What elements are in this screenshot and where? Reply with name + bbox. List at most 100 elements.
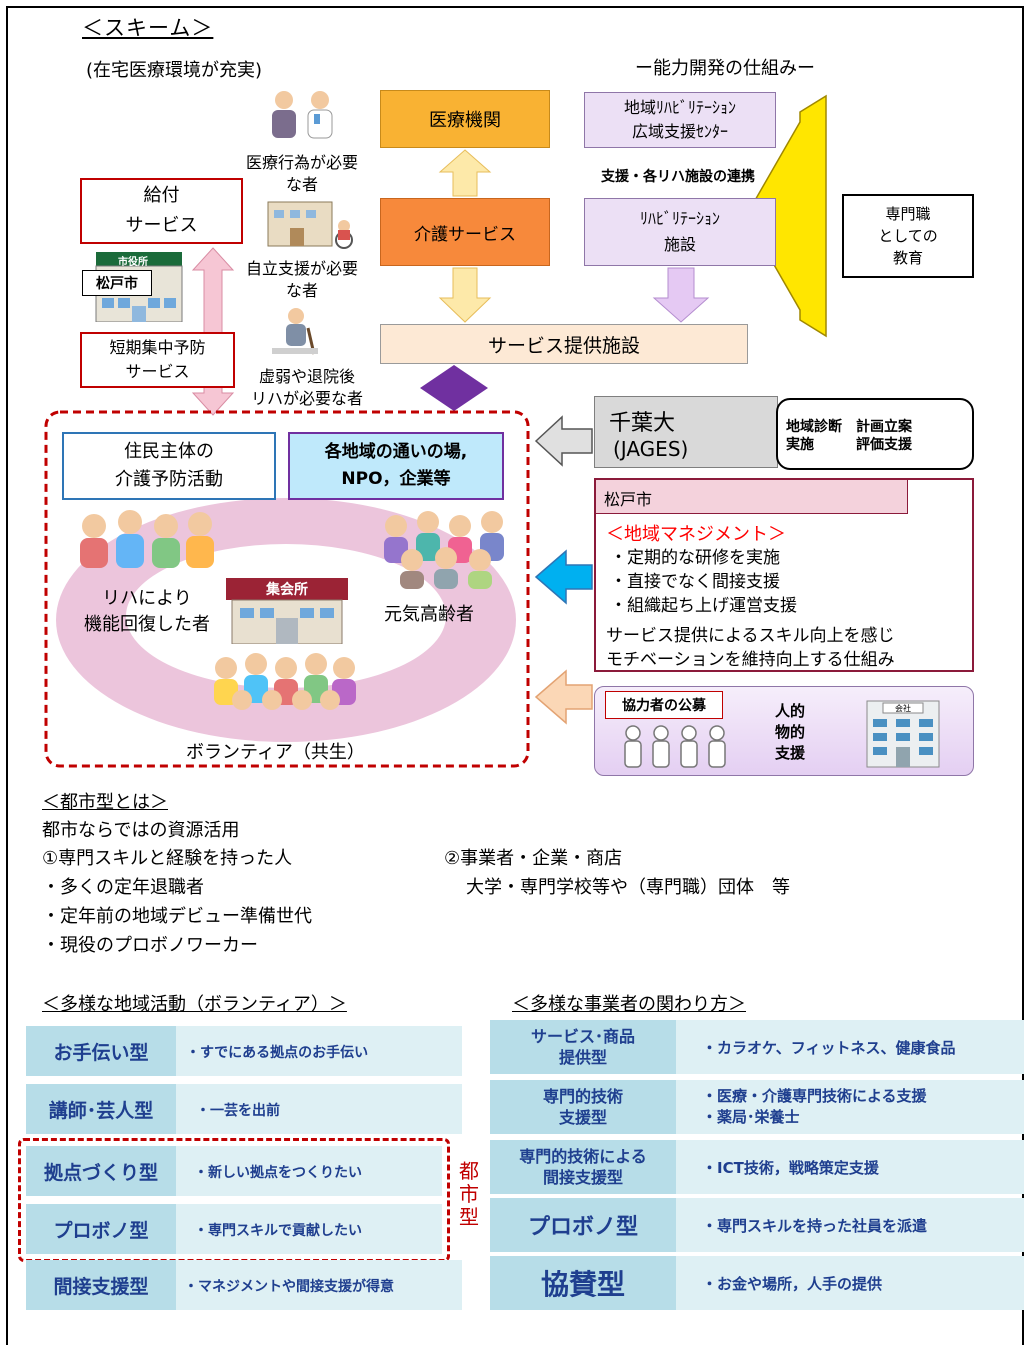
recruit-panel: 協力者の公募 人的 物的 支援 会社: [594, 686, 974, 776]
vol-type-1: お手伝い型: [26, 1026, 176, 1076]
education-line2: としての: [878, 227, 938, 245]
matsudo-item-1: ・定期的な研修を実施: [610, 548, 780, 568]
meeting-hall-icon: [226, 578, 348, 645]
biz-type-4: プロボノ型: [490, 1198, 676, 1252]
urban-col1-4: ・現役のプロボノワーカー: [42, 935, 258, 956]
pink-double-arrow: [191, 247, 235, 416]
toshi-label: 都 市 型: [454, 1160, 484, 1229]
matsudo-note-1: サービス提供によるスキル向上を感じ: [606, 626, 895, 646]
business-types-title: ＜多様な事業者の関わり方＞: [512, 994, 746, 1015]
person2-line2: な者: [285, 281, 318, 300]
urban-col1-1: ①専門スキルと経験を持った人: [42, 848, 293, 869]
matsudo-panel-heading: ＜地域マネジメント＞: [606, 524, 786, 545]
vol-row-1: お手伝い型 ・すでにある拠点のお手伝い: [26, 1026, 462, 1076]
matsudo-item-3: ・組織起ち上げ運営支援: [610, 596, 797, 616]
genki-elderly-icon: [376, 508, 516, 590]
page-frame: [6, 6, 1024, 1345]
recruit-label: 協力者の公募: [605, 691, 723, 719]
biz-row-1: サービス･商品 提供型 ・カラオケ、フィットネス、健康食品: [490, 1020, 1024, 1074]
person2-line1: 自立支援が必要: [245, 259, 358, 278]
chiba-desc-box: 地域診断 計画立案 実施 評価支援: [776, 398, 974, 470]
matsudo-item-2: ・直接でなく間接支援: [610, 572, 780, 592]
kyufu-service-box: 給付 サービス: [80, 178, 243, 244]
rehab-recovered-label: リハにより 機能回復した者: [62, 586, 232, 638]
vol-row-3: 拠点づくり型 ・新しい拠点をつくりたい: [26, 1146, 442, 1196]
urban-col2-2: 大学・専門学校等や（専門職）団体 等: [466, 877, 790, 898]
elderly-group-icon: [72, 508, 222, 582]
kakuchiiki-line1: 各地域の通いの場,: [324, 442, 468, 462]
toshi-char-3: 型: [459, 1205, 479, 1229]
chiba-desc-line1: 地域診断 計画立案: [786, 419, 912, 435]
urban-col1-2: ・多くの定年退職者: [42, 877, 204, 898]
biz-type-1-line1: サービス･商品: [530, 1027, 635, 1046]
education-line3: 教育: [892, 249, 923, 267]
tanki-line1: 短期集中予防: [109, 338, 206, 357]
person1-label: 医療行為が必要 な者: [232, 152, 372, 196]
scheme-subtitle-left: (在宅医療環境が充実): [86, 60, 263, 81]
biz-row-3: 専門的技術による 間接支援型 ・ICT技術，戦略策定支援: [490, 1140, 1024, 1194]
elderly-walking-icon: [266, 306, 326, 356]
rehab-recovered-line1: リハにより: [102, 588, 192, 609]
urban-line1: 都市ならではの資源活用: [42, 820, 240, 841]
company-building-icon: [866, 700, 940, 768]
doctor-patient-icon: [262, 88, 346, 142]
yellow-arrow-top: [438, 149, 492, 197]
recruit-support-1: 人的: [775, 702, 806, 720]
biz-desc-2-line1: ・医療・介護専門技術による支援: [702, 1087, 927, 1105]
matsudo-panel: 松戸市 ＜地域マネジメント＞ ・定期的な研修を実施 ・直接でなく間接支援 ・組織…: [594, 478, 974, 672]
support-link-label: 支援・各リハ施設の連携: [601, 169, 755, 185]
tanki-line2: サービス: [125, 362, 190, 381]
biz-desc-2-line2: ・薬局･栄養士: [702, 1108, 800, 1126]
vol-row-5: 間接支援型 ・マネジメントや間接支援が得意: [26, 1260, 462, 1310]
biz-type-3: 専門的技術による 間接支援型: [490, 1140, 676, 1194]
kakuchiiki-line2: NPO，企業等: [341, 469, 451, 489]
biz-type-2: 専門的技術 支援型: [490, 1080, 676, 1134]
kyufu-line1: 給付: [143, 185, 180, 206]
biz-row-5: 協賛型 ・お金や場所，人手の提供: [490, 1256, 1024, 1310]
vol-type-2: 講師･芸人型: [26, 1084, 176, 1134]
biz-type-1-line2: 提供型: [558, 1048, 607, 1067]
meeting-hall-sign: 集会所: [266, 582, 308, 598]
biz-row-2: 専門的技術 支援型 ・医療・介護専門技術による支援 ・薬局･栄養士: [490, 1080, 1024, 1134]
person3-line1: 虚弱や退院後: [258, 367, 355, 386]
biz-desc-4: ・専門スキルを持った社員を派遣: [702, 1217, 928, 1235]
iryo-kikan-box: 医療機関: [380, 90, 550, 148]
urban-title: ＜都市型とは＞: [42, 792, 168, 813]
matsudo-panel-note: サービス提供によるスキル向上を感じ モチベーションを維持向上する仕組み: [606, 624, 895, 672]
jumin-line1: 住民主体の: [124, 441, 214, 462]
vol-desc-3: ・新しい拠点をつくりたい: [194, 1165, 362, 1181]
community-dashed-border: [44, 410, 530, 768]
urban-col2: ②事業者・企業・商店 大学・専門学校等や（専門職）団体 等: [444, 844, 790, 902]
city-hall-sign: 市役所: [118, 257, 148, 268]
service-facility-box: サービス提供施設: [380, 324, 748, 364]
chiba-jages: (JAGES): [613, 437, 689, 461]
yellow-arrow-bottom: [438, 267, 492, 323]
recruit-support-2: 物的: [775, 723, 806, 741]
kakuchiiki-box: 各地域の通いの場, NPO，企業等: [288, 432, 504, 500]
scheme-subtitle-right: ー能力開発の仕組みー: [635, 58, 815, 79]
rehab-facility-box: ﾘﾊﾋﾞﾘﾃｰｼｮﾝ 施設: [584, 198, 776, 266]
person3-label: 虚弱や退院後 リハが必要な者: [232, 366, 382, 410]
education-line1: 専門職: [885, 205, 931, 223]
kaigo-service-box: 介護サービス: [380, 198, 550, 266]
company-sign: 会社: [895, 704, 911, 713]
rehab-center-line2: 広域支援ｾﾝﾀｰ: [631, 122, 728, 141]
biz-type-3-line1: 専門的技術による: [519, 1147, 647, 1166]
person1-line1: 医療行為が必要: [245, 153, 358, 172]
volunteer-types-title: ＜多様な地域活動（ボランティア）＞: [42, 994, 347, 1015]
chiba-box: 千葉大 (JAGES): [594, 396, 778, 468]
urban-col1: ①専門スキルと経験を持った人 ・多くの定年退職者 ・定年前の地域デビュー準備世代…: [42, 844, 312, 960]
care-facility-icon: [264, 196, 360, 250]
tanki-service-box: 短期集中予防 サービス: [80, 332, 235, 388]
biz-type-3-line2: 間接支援型: [542, 1168, 623, 1187]
toshi-char-1: 都: [459, 1159, 479, 1183]
vol-type-4: プロボノ型: [26, 1204, 176, 1254]
kyufu-line2: サービス: [125, 215, 198, 236]
vol-desc-2: ・一芸を出前: [196, 1103, 280, 1119]
rehab-recovered-line2: 機能回復した者: [84, 614, 210, 635]
matsudo-panel-label: 松戸市: [596, 480, 908, 514]
person1-line2: な者: [285, 175, 318, 194]
rehab-facility-line1: ﾘﾊﾋﾞﾘﾃｰｼｮﾝ: [639, 209, 720, 228]
biz-type-1: サービス･商品 提供型: [490, 1020, 676, 1074]
recruit-support: 人的 物的 支援: [775, 701, 805, 764]
